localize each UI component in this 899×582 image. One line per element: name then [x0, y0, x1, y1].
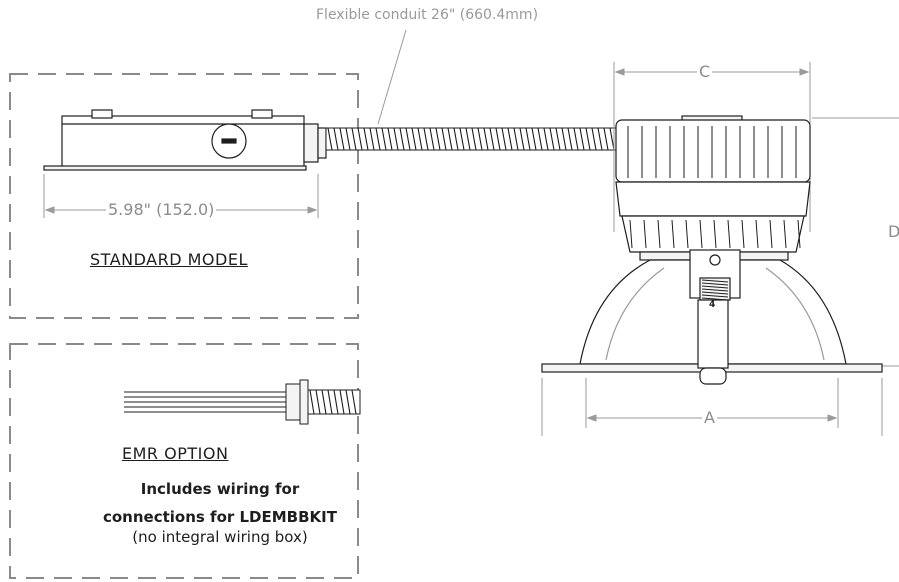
conduit-callout: Flexible conduit 26" (660.4mm)	[316, 7, 539, 23]
dimension-a-label: A	[702, 408, 717, 427]
emr-note-line-1: Includes wiring for	[140, 480, 300, 498]
emr-wiring	[124, 379, 361, 425]
box-dimension-label: 5.98" (152.0)	[106, 200, 217, 219]
fixture-driver-housing	[615, 115, 811, 261]
conduit-leader-line	[377, 29, 407, 125]
standard-model-frame	[9, 73, 359, 319]
emr-option-title: EMR OPTION	[122, 444, 229, 463]
bracket-number: 4	[709, 300, 716, 310]
dimension-a-line	[541, 378, 883, 436]
standard-model-title: STANDARD MODEL	[90, 250, 248, 269]
dimension-c-label: C	[697, 62, 713, 81]
dimension-d-label: D	[888, 222, 899, 241]
emr-note-line-3: (no integral wiring box)	[132, 528, 308, 546]
emr-option-frame	[9, 343, 359, 579]
flexible-conduit	[325, 127, 617, 151]
junction-box	[43, 109, 327, 171]
fixture-mounting-bracket	[689, 249, 741, 385]
emr-note-line-2: connections for LDEMBBKIT	[102, 508, 337, 526]
